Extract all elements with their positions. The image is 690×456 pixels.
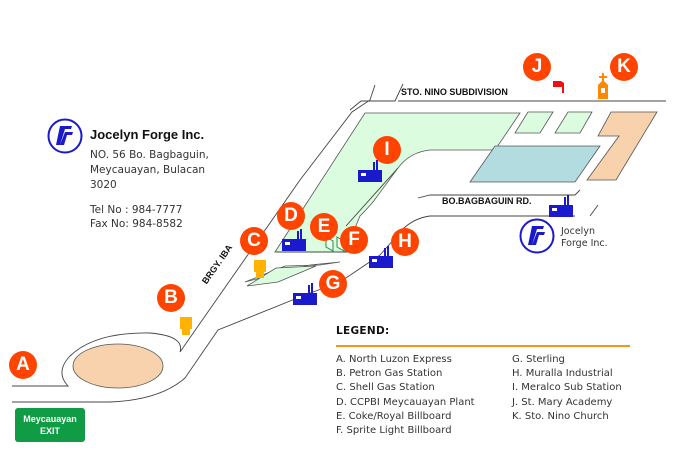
roundabout-center: [72, 343, 164, 389]
gas-pump-b: [180, 317, 192, 335]
green-area-main: [274, 112, 521, 253]
meycauayan-exit-sign: Meycauayan EXIT: [15, 408, 85, 442]
blue-area: [469, 145, 601, 183]
company-map-label-line-1: Jocelyn: [561, 226, 595, 237]
peach-area: [586, 111, 658, 181]
company-name: Jocelyn Forge Inc.: [90, 127, 205, 142]
legend-item: F. Sprite Light Billboard: [336, 424, 452, 436]
legend-item: H. Muralla Industrial: [512, 368, 613, 380]
jf-logo-icon: [47, 118, 83, 154]
road-label-bagbaguin: BO.BAGBAGUIN RD.: [442, 196, 532, 206]
church-icon: [598, 73, 608, 99]
marker-k[interactable]: K: [610, 53, 638, 81]
green-block-1: [514, 111, 554, 134]
legend-item: B. Petron Gas Station: [336, 368, 443, 380]
telephone: Tel No : 984-7777: [90, 204, 183, 216]
legend-item: J. St. Mary Academy: [512, 396, 613, 408]
marker-e[interactable]: E: [310, 213, 338, 241]
exit-line-1: Meycauayan: [23, 414, 77, 424]
company-map-label-line-2: Forge Inc.: [561, 238, 608, 249]
legend-column-left: A. North Luzon Express B. Petron Gas Sta…: [336, 353, 475, 438]
marker-c[interactable]: C: [240, 227, 268, 255]
legend-item: A. North Luzon Express: [336, 354, 452, 365]
legend-divider: [336, 345, 630, 347]
green-block-2: [554, 111, 593, 134]
legend-item: E. Coke/Royal Billboard: [336, 410, 452, 422]
factory-icon: [293, 283, 317, 305]
factory-icon: [282, 229, 306, 251]
marker-d[interactable]: D: [277, 202, 305, 230]
marker-b[interactable]: B: [157, 284, 185, 312]
legend-column-right: G. Sterling H. Muralla Industrial I. Mer…: [512, 353, 622, 424]
legend-item: K. Sto. Nino Church: [512, 410, 609, 422]
address-line-2: Meycauayan, Bulacan: [90, 164, 206, 176]
marker-f[interactable]: F: [340, 226, 368, 254]
legend: LEGEND: A. North Luzon Express B. Petron…: [336, 325, 631, 436]
legend-title: LEGEND:: [336, 325, 390, 337]
jf-logo-icon: [519, 218, 555, 254]
marker-h[interactable]: H: [391, 228, 419, 256]
exit-line-2: EXIT: [39, 426, 60, 436]
fax: Fax No: 984-8582: [90, 218, 183, 230]
green-area-strip: [246, 265, 317, 287]
marker-i[interactable]: I: [373, 136, 401, 164]
company-map-label: Jocelyn Forge Inc.: [561, 226, 608, 250]
address-line-1: NO. 56 Bo. Bagbaguin,: [90, 149, 209, 161]
factory-icon: [358, 160, 382, 182]
gas-pump-c: [254, 260, 266, 278]
factory-icon: [549, 195, 573, 217]
flag-icon: [553, 81, 564, 93]
marker-g[interactable]: G: [319, 270, 347, 298]
legend-item: D. CCPBI Meycauayan Plant: [336, 396, 475, 408]
road-label-sto-nino: STO. NINO SUBDIVISION: [401, 87, 508, 97]
legend-item: I. Meralco Sub Station: [512, 382, 622, 394]
legend-item: C. Shell Gas Station: [336, 382, 435, 394]
legend-item: G. Sterling: [512, 354, 565, 365]
factory-icon: [369, 246, 393, 268]
address-line-3: 3020: [90, 179, 117, 191]
marker-a[interactable]: A: [9, 351, 37, 379]
marker-j[interactable]: J: [523, 53, 551, 81]
